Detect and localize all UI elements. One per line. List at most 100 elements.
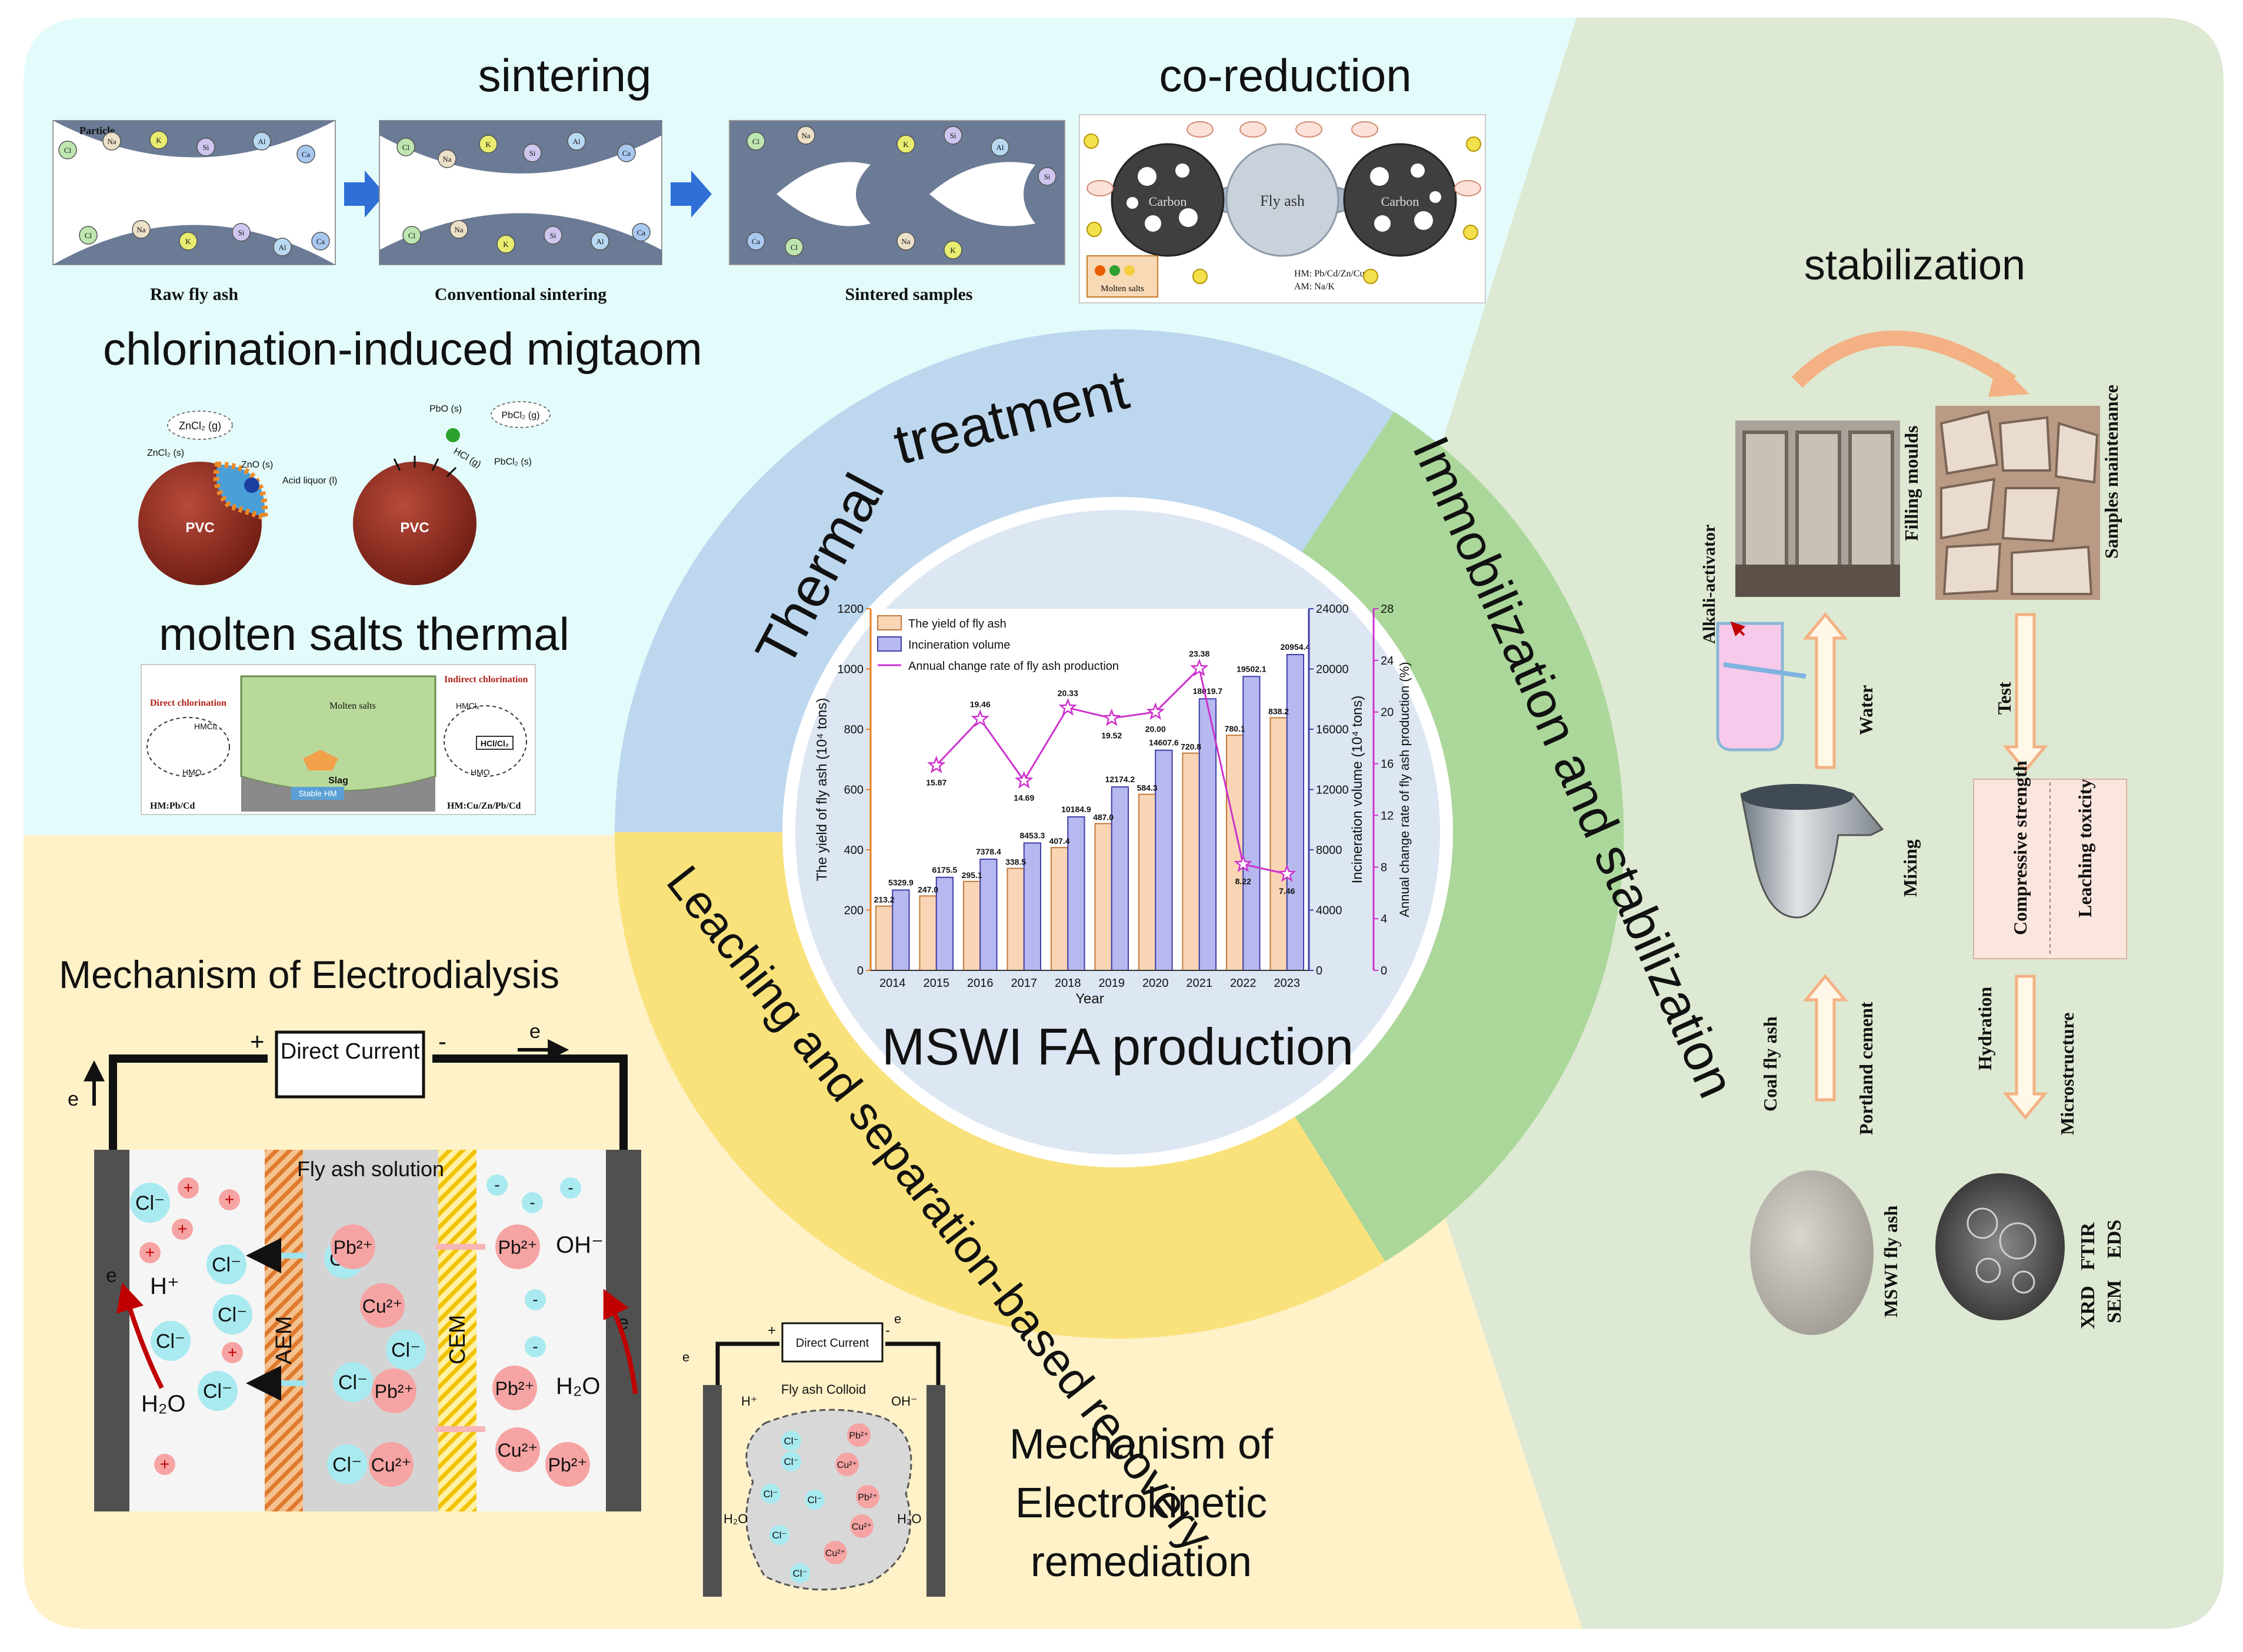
y-tick-label-left: 0 — [857, 964, 864, 977]
metal-ion-label: Pb²⁺ — [498, 1237, 538, 1258]
stabilization-title: stabilization — [1804, 242, 2025, 289]
xrd-label: XRD — [2077, 1286, 2099, 1329]
data-label-incineration: 6175.5 — [932, 865, 957, 875]
y-tick-label-right-rate: 24 — [1381, 655, 1394, 668]
proton-label: + — [225, 1190, 234, 1209]
ion-marker — [523, 143, 542, 162]
ek-anode — [703, 1385, 722, 1597]
ion-label: K — [503, 240, 509, 249]
ion-marker — [796, 126, 815, 145]
ek-metal-ion-label: Pb²⁺ — [858, 1493, 877, 1503]
proton — [222, 1342, 243, 1363]
ion-label: Al — [279, 243, 286, 252]
electron-label-left: e — [68, 1088, 79, 1110]
metal-ion-label: Pb²⁺ — [495, 1378, 535, 1399]
bar-yield-2021 — [1182, 752, 1200, 971]
y-axis-label-right-incineration: Incineration volume (10⁴ tons) — [1349, 696, 1365, 884]
chloride-ion-label: Cl⁻ — [203, 1380, 232, 1403]
bar-incineration-2021 — [1198, 698, 1217, 972]
ion-marker — [944, 241, 962, 259]
acid-liquor-label: Acid liquor (l) — [282, 476, 337, 486]
electrodialysis-title: Mechanism of Electrodialysis — [59, 953, 559, 996]
zno-solid-label: ZnO (s) — [241, 460, 273, 470]
ion-marker — [396, 138, 415, 156]
anion — [560, 1177, 581, 1199]
y-tick-label-left: 600 — [844, 784, 864, 797]
data-label-incineration: 7378.4 — [976, 847, 1001, 856]
pbo-label: PbO (s) — [429, 404, 462, 414]
y-tick-label-right-incineration: 16000 — [1316, 723, 1349, 736]
molten-salts-diagram: Stable HM Slag Molten salts Direct chlor… — [141, 664, 536, 815]
data-label-incineration: 19502.1 — [1237, 664, 1267, 673]
ek-metal-ion-label: Pb²⁺ — [849, 1431, 868, 1441]
ion-label: Ca — [302, 150, 311, 159]
data-label-incineration: 8453.3 — [1019, 830, 1045, 840]
ion-marker — [544, 226, 562, 245]
ek-plus: + — [768, 1323, 776, 1339]
ek-metal-ion — [824, 1541, 847, 1564]
ion-marker — [79, 226, 98, 245]
data-label-incineration: 18019.7 — [1193, 686, 1223, 696]
legend-label-yield: The yield of fly ash — [908, 618, 1006, 630]
metal-ion-label: Pb²⁺ — [334, 1237, 373, 1258]
process-arrow-icon — [671, 171, 712, 218]
electron-label-top: e — [529, 1020, 541, 1043]
ion-label: Cl — [752, 137, 760, 146]
mswi-fly-ash-label: MSWI fly ash — [1880, 1206, 1901, 1317]
ion-marker — [567, 132, 586, 151]
bar-yield-2023 — [1269, 717, 1288, 971]
chloride-ion — [130, 1183, 170, 1223]
data-label-rate: 23.38 — [1189, 649, 1209, 658]
chloride-ion-label: Cl⁻ — [212, 1254, 241, 1276]
chloride-ion — [151, 1321, 191, 1361]
ion-marker — [746, 132, 765, 151]
chloride-ion-label: Cl⁻ — [156, 1330, 185, 1353]
dc-minus: - — [438, 1027, 446, 1055]
ek-title-line2: Electrokinetic — [1015, 1480, 1267, 1527]
carbon-label-left: Carbon — [1149, 194, 1187, 209]
direct-chlorination-label: Direct chlorination — [150, 698, 226, 708]
metal-ion-label: Cu²⁺ — [362, 1296, 402, 1317]
metal-ion — [495, 1427, 540, 1472]
data-label-yield: 487.0 — [1093, 812, 1114, 822]
sintering-particle-label: Particle — [79, 125, 115, 136]
ion-marker — [252, 132, 271, 151]
ek-title-line1: Mechanism of — [1009, 1421, 1274, 1468]
pvc-label-right: PVC — [400, 520, 429, 536]
cem-membrane — [438, 1150, 476, 1511]
metal-ion-label: Pb²⁺ — [375, 1381, 414, 1402]
proton — [139, 1242, 161, 1263]
y-axis-label-right-rate: Annual change rate of fly ash production… — [1397, 662, 1412, 917]
chloride-ion-label: Cl⁻ — [332, 1454, 362, 1476]
sem-label: SEM — [2104, 1280, 2125, 1323]
hm-left-label: HM:Pb/Cd — [150, 801, 195, 811]
proton — [172, 1219, 193, 1240]
data-label-yield: 213.2 — [874, 895, 895, 905]
x-tick-label: 2023 — [1274, 977, 1301, 990]
samples-maintenance-text: Samples maintenance — [2101, 385, 2122, 559]
legend-swatch-yield — [877, 615, 902, 630]
microstructure-label: Microstructure — [2057, 1012, 2078, 1135]
ion-marker — [438, 149, 456, 168]
x-tick-label: 2021 — [1187, 977, 1213, 990]
samples-maintenance-label: Samples maintenance — [2101, 385, 2122, 559]
data-label-incineration: 5329.9 — [888, 877, 914, 887]
rate-point-star-icon — [1190, 658, 1209, 676]
data-label-rate: 14.69 — [1014, 793, 1034, 802]
ion-label: Na — [442, 155, 451, 163]
data-label-yield: 838.2 — [1268, 706, 1289, 716]
chloride-ion — [333, 1362, 373, 1402]
up-arrow-icon — [1802, 612, 1848, 769]
oh-minus-label: OH⁻ — [556, 1232, 604, 1258]
ek-electron-top: e — [894, 1311, 901, 1326]
molten-title: molten salts thermal — [159, 608, 569, 660]
curved-flow-arrow — [1791, 331, 2017, 389]
stable-hm-label: Stable HM — [298, 789, 336, 798]
x-tick-label: 2016 — [967, 977, 994, 990]
data-label-yield: 584.3 — [1137, 783, 1158, 793]
conventional-sintering-caption: Conventional sintering — [435, 285, 607, 304]
bar-yield-2017 — [1006, 867, 1025, 972]
metal-ion — [372, 1369, 416, 1413]
x-tick-label: 2015 — [924, 977, 950, 990]
